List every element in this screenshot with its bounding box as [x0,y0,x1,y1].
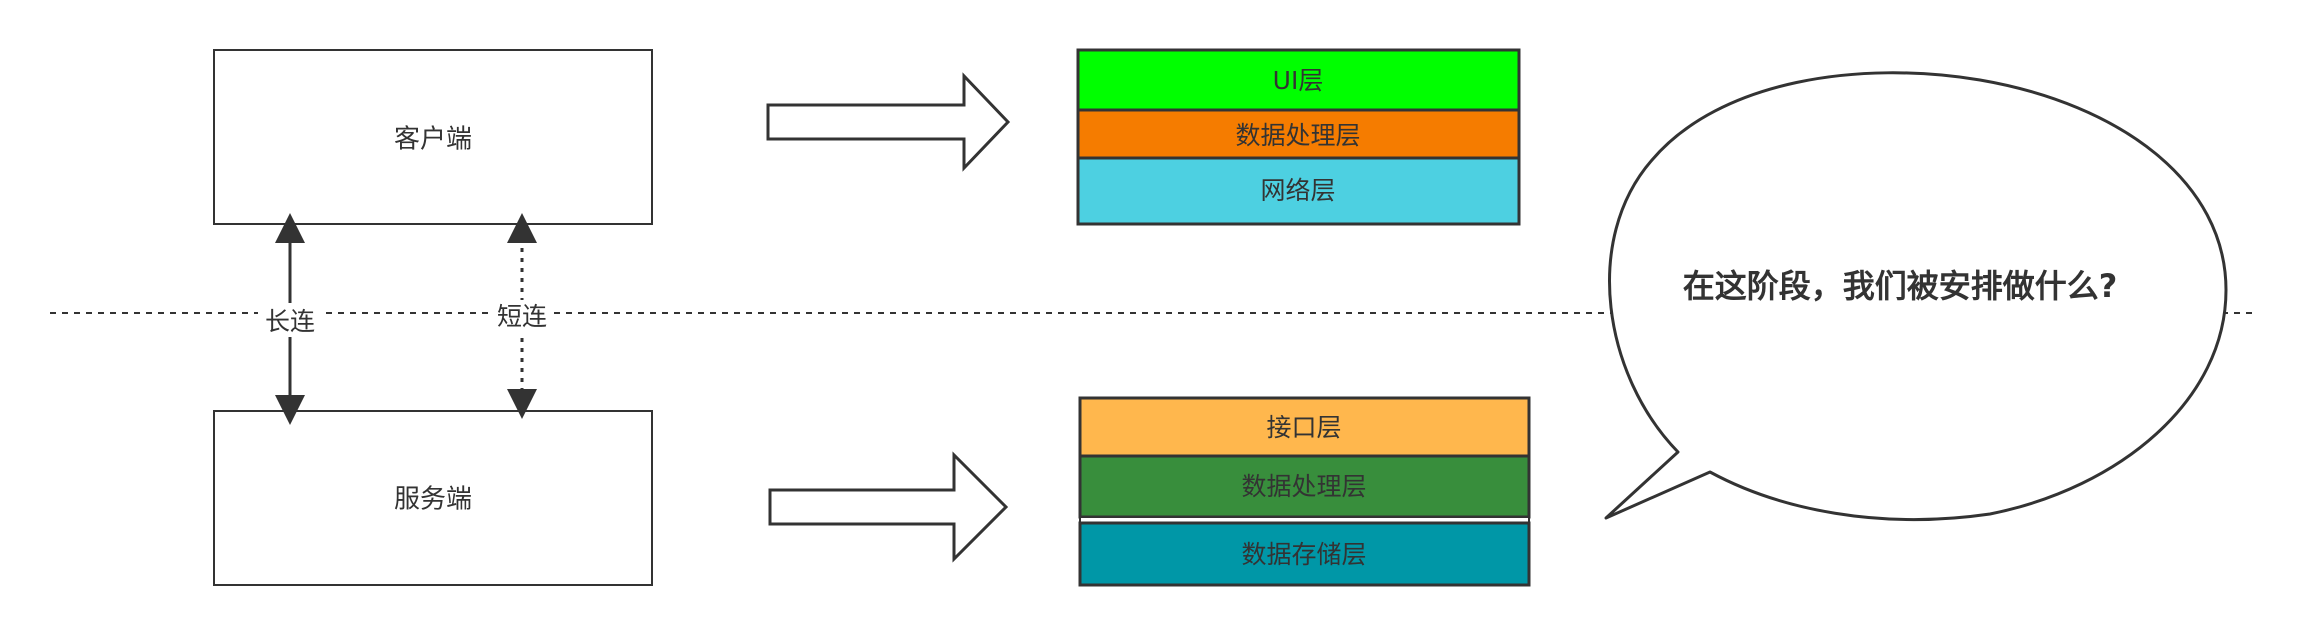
speech-bubble-text: 在这阶段，我们被安排做什么? [1683,267,2118,305]
server-layer-data-processing [1078,454,1531,519]
server-box: 服务端 [213,410,653,586]
client-layer-data-processing-label: 数据处理层 [1235,121,1360,150]
server-layer-data-storage [1078,521,1531,587]
client-layer-ui-label: UI层 [1273,66,1324,95]
server-layer-data-processing-label: 数据处理层 [1241,472,1366,501]
server-layer-data-storage-label: 数据存储层 [1241,540,1366,569]
client-layer-network-label: 网络层 [1260,176,1335,205]
client-layer-network [1076,156,1521,226]
server-block-arrow [768,451,1009,563]
long-connection-label: 长连 [265,307,315,336]
client-box: 客户端 [213,49,653,225]
long-connection: 长连 [258,213,322,425]
server-box-label: 服务端 [394,485,472,515]
client-layer-stack: UI层 数据处理层 网络层 [1076,48,1521,226]
short-connection-label: 短连 [497,302,547,331]
speech-bubble: 在这阶段，我们被安排做什么? [1604,71,2228,522]
short-connection: 短连 [490,213,554,419]
client-box-label: 客户端 [394,125,472,155]
client-block-arrow [766,72,1011,172]
server-layer-stack: 接口层 数据处理层 数据存储层 [1078,396,1531,587]
server-layer-interface [1078,396,1531,458]
server-layer-interface-label: 接口层 [1266,413,1341,442]
